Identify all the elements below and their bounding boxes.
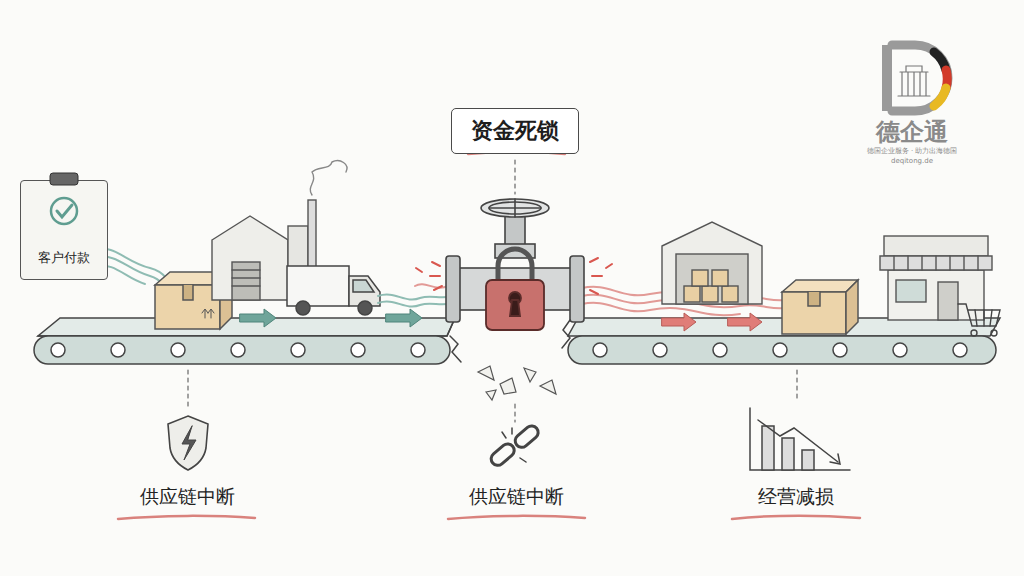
truck: [287, 266, 380, 315]
leak-splash: [416, 258, 612, 294]
shopping-cart: [958, 304, 1000, 336]
money-stream: [378, 294, 452, 306]
broken-chain-icon: [489, 423, 541, 468]
left-conveyor: [34, 318, 461, 364]
padlock: [486, 249, 544, 330]
flow-arrow: [240, 309, 422, 327]
flow-arrow-red: [662, 313, 762, 331]
broken-fragments: [478, 366, 556, 400]
caption-label: 经营减损: [758, 484, 834, 510]
right-conveyor: [562, 318, 1000, 364]
logo-name: 德企通: [876, 116, 948, 148]
clipboard-node: 客户付款: [20, 180, 108, 280]
title-box: 资金死锁: [451, 108, 579, 154]
shield-icon: [168, 416, 208, 470]
leader-line: [188, 160, 797, 422]
cargo-box: [782, 280, 858, 334]
falling-chart-icon: [750, 408, 850, 470]
title-text: 资金死锁: [471, 116, 559, 146]
valve: [446, 199, 584, 322]
logo-slogan: 德国企业服务 · 助力出海德国: [867, 146, 958, 156]
logo-mark: [882, 45, 948, 111]
logo-url: deqitong.de: [891, 157, 933, 165]
shop: [880, 236, 992, 320]
check-icon: [20, 171, 108, 241]
warehouse: [662, 222, 762, 304]
caption-label: 供应链中断: [469, 484, 564, 510]
clipboard-text: 客户付款: [21, 249, 107, 267]
caption-label: 供应链中断: [140, 484, 235, 510]
label-underline: [118, 152, 860, 519]
